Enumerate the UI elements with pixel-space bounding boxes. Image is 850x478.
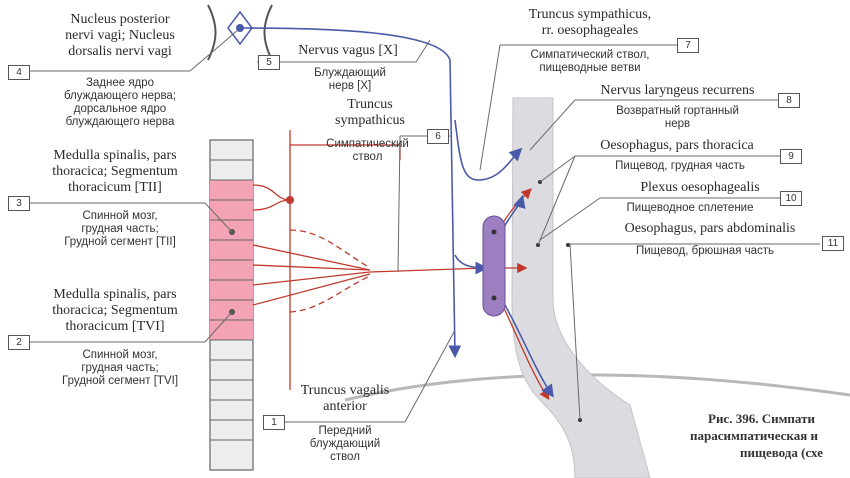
label-10-number: 10 xyxy=(780,191,802,206)
label-2-russian: Спинной мозг,грудная часть;Грудной сегме… xyxy=(45,349,195,388)
label-11-number: 11 xyxy=(822,236,844,251)
label-6-number: 6 xyxy=(427,129,449,144)
label-5-latin: Nervus vagus [X] xyxy=(283,43,413,59)
spinal-cord xyxy=(210,140,253,470)
label-8-number: 8 xyxy=(778,93,800,108)
label-3-number: 3 xyxy=(8,196,30,211)
label-9-number: 9 xyxy=(780,149,802,164)
label-10-latin: Plexus oesophagealis xyxy=(620,180,780,196)
label-9-latin: Oesophagus, pars thoracica xyxy=(577,138,777,154)
label-9-russian: Пищевод, грудная часть xyxy=(590,160,770,173)
label-5-number: 5 xyxy=(258,55,280,70)
figure-caption: Рис. 396. Симпати парасимпатическая и пи… xyxy=(690,410,850,470)
label-4-number: 4 xyxy=(8,65,30,80)
label-2-number: 2 xyxy=(8,335,30,350)
label-7-latin: Truncus sympathicus,rr. oesophageales xyxy=(500,7,680,39)
label-10-russian: Пищеводное сплетение xyxy=(600,202,780,215)
brainstem xyxy=(208,5,272,60)
label-7-number: 7 xyxy=(677,38,699,53)
label-8-latin: Nervus laryngeus recurrens xyxy=(580,83,775,99)
label-7-russian: Симпатический ствол,пищеводные ветви xyxy=(500,49,680,75)
label-3-russian: Спинной мозг,грудная часть;Грудной сегме… xyxy=(45,210,195,249)
sympathetic-ganglion xyxy=(286,196,294,204)
label-11-latin: Oesophagus, pars abdominalis xyxy=(600,221,820,237)
label-11-russian: Пищевод, брюшная часть xyxy=(600,245,810,258)
label-1-number: 1 xyxy=(263,415,285,430)
